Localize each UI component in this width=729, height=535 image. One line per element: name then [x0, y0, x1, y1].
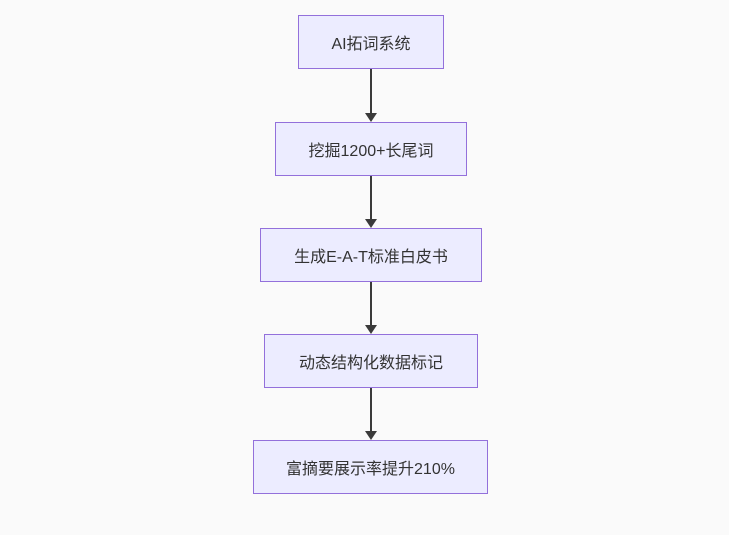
flow-node-eat-whitepaper: 生成E-A-T标准白皮书 — [260, 228, 482, 282]
arrow-head-down-icon — [365, 113, 377, 122]
arrow-line — [370, 176, 372, 219]
flow-node-rich-snippet-rate: 富摘要展示率提升210% — [253, 440, 488, 494]
arrow-connector-2 — [364, 176, 378, 228]
flow-node-label: AI拓词系统 — [331, 36, 411, 53]
arrow-line — [370, 69, 372, 113]
arrow-head-down-icon — [365, 219, 377, 228]
arrow-line — [370, 282, 372, 325]
arrow-connector-3 — [364, 282, 378, 334]
flow-node-label: 生成E-A-T标准白皮书 — [294, 249, 448, 266]
arrow-connector-1 — [364, 69, 378, 122]
flow-node-label: 挖掘1200+长尾词 — [308, 143, 434, 160]
flow-node-longtail-keywords: 挖掘1200+长尾词 — [275, 122, 467, 176]
arrow-head-down-icon — [365, 431, 377, 440]
flow-node-label: 动态结构化数据标记 — [298, 355, 443, 372]
flow-node-label: 富摘要展示率提升210% — [286, 461, 455, 478]
arrow-line — [370, 388, 372, 431]
arrow-head-down-icon — [365, 325, 377, 334]
flow-node-structured-data-markup: 动态结构化数据标记 — [264, 334, 478, 388]
arrow-connector-4 — [364, 388, 378, 440]
flow-node-ai-word-expansion-system: AI拓词系统 — [298, 15, 444, 69]
